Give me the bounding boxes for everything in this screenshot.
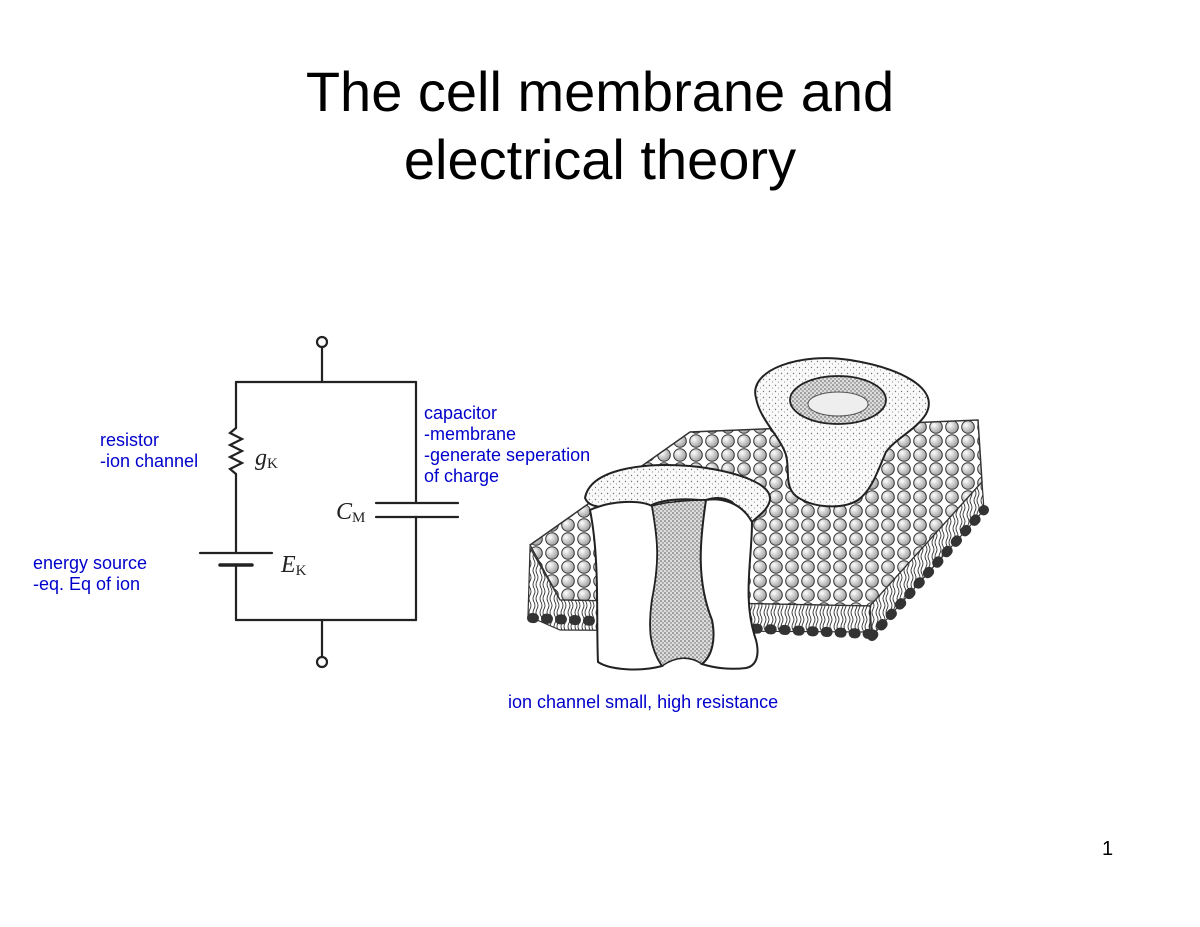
back-channel-protein [754, 357, 930, 508]
capacitor-annotation-line-4: of charge [424, 466, 500, 486]
capacitor-annotation-line-2: -membrane [424, 424, 517, 444]
conductance-label: gK [255, 445, 278, 472]
front-channel-protein [583, 464, 772, 671]
energy-source-annotation: energy source -eq. Eq of ion [33, 553, 147, 595]
resistor-annotation-line-2: -ion channel [100, 451, 199, 471]
energy-source-annotation-line-2: -eq. Eq of ion [33, 574, 141, 594]
bottom-terminal [315, 655, 329, 669]
resistor-symbol [227, 426, 245, 476]
membrane-illustration [527, 357, 989, 671]
ion-channel-caption: ion channel small, high resistance [508, 692, 779, 712]
title-line-1: The cell membrane and [305, 60, 895, 123]
page-number: 1 [1102, 838, 1114, 860]
resistor-annotation-line-1: resistor [100, 430, 160, 450]
capacitor-annotation: capacitor -membrane -generate seperation… [424, 403, 590, 487]
slide-title: The cell membrane and electrical theory [0, 58, 1200, 194]
circuit-wires [198, 335, 460, 669]
title-line-2: electrical theory [403, 128, 797, 191]
top-terminal [315, 335, 329, 349]
capacitor-annotation-line-3: -generate seperation [424, 445, 591, 465]
resistor-annotation: resistor -ion channel [100, 430, 198, 472]
emf-label: EK [281, 552, 307, 579]
capacitor-annotation-line-1: capacitor [424, 403, 498, 423]
capacitance-label: CM [336, 499, 366, 526]
energy-source-annotation-line-1: energy source [33, 553, 148, 573]
